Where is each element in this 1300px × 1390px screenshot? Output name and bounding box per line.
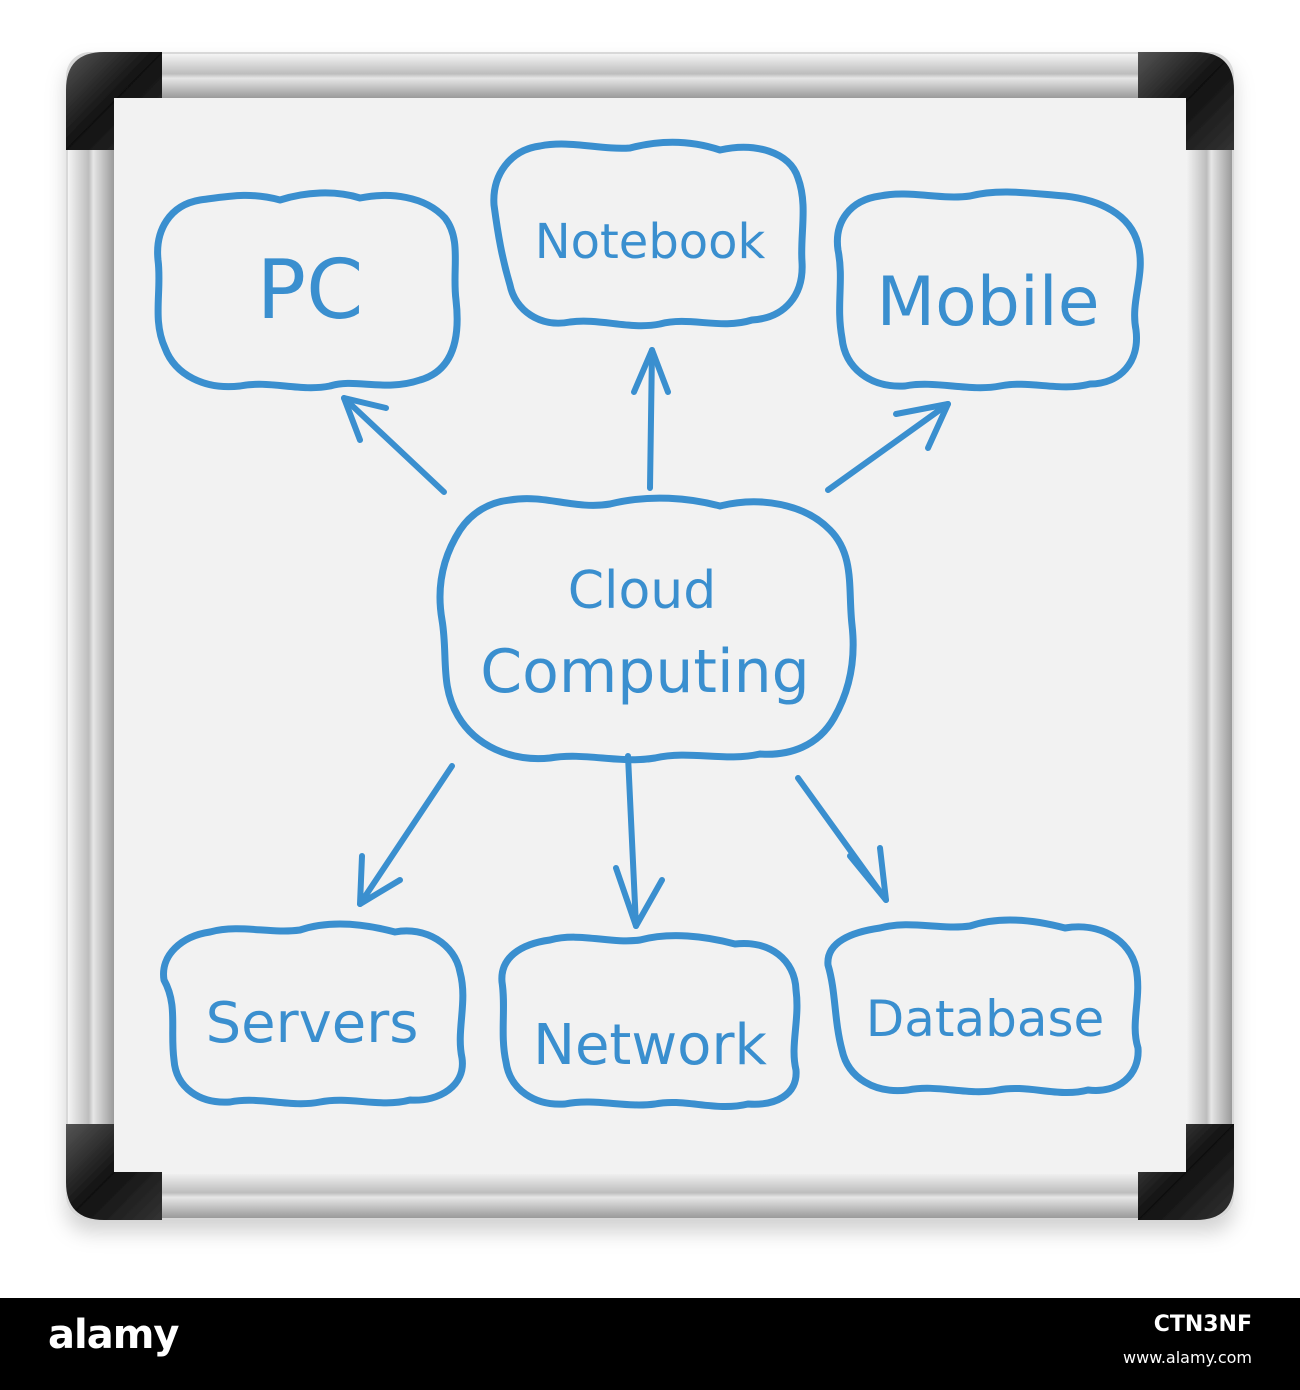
node-label-network: Network [533, 1013, 767, 1078]
node-notebook-shape [490, 138, 807, 330]
whiteboard-diagram: PC Notebook Mobile Cloud Computing Serve… [66, 52, 1234, 1220]
node-label-servers: Servers [206, 991, 419, 1056]
edge-center-to-network [613, 753, 665, 929]
frame-top-rail [110, 54, 1190, 98]
node-pc-shape [154, 189, 461, 392]
node-label-mobile: Mobile [876, 263, 1099, 342]
stock-image-id: CTN3NF [1153, 1312, 1252, 1337]
diagram-edges [341, 347, 951, 929]
node-center-shape [436, 494, 857, 764]
frame-bottom-rail [110, 1172, 1190, 1218]
corner-cap-bottom-right [1138, 1124, 1234, 1220]
node-label-center-line1: Cloud [568, 561, 717, 621]
footer-bar: alamy CTN3NF www.alamy.com [0, 1298, 1300, 1390]
corner-cap-top-right [1138, 52, 1234, 150]
frame-left-rail [68, 96, 114, 1176]
node-mobile-shape [833, 188, 1144, 392]
frame-right-rail [1186, 96, 1232, 1176]
stock-site-url: www.alamy.com [1123, 1348, 1252, 1367]
edge-center-to-servers [357, 763, 455, 907]
corner-cap-bottom-left [66, 1124, 162, 1220]
node-label-database: Database [866, 990, 1105, 1048]
node-servers-shape [160, 920, 467, 1108]
edge-center-to-pc [341, 395, 447, 495]
brand-logo: alamy [48, 1312, 179, 1358]
corner-cap-top-left [66, 52, 162, 150]
board-surface [114, 98, 1186, 1174]
edge-center-to-mobile [825, 401, 951, 493]
edge-center-to-database [795, 775, 889, 903]
node-label-notebook: Notebook [535, 214, 766, 270]
edge-center-to-notebook [631, 347, 671, 491]
node-network-shape [498, 932, 801, 1110]
node-database-shape [824, 916, 1142, 1096]
node-label-center-line2: Computing [480, 637, 809, 707]
node-label-pc: PC [257, 243, 364, 338]
diagram-nodes [154, 138, 1144, 1110]
